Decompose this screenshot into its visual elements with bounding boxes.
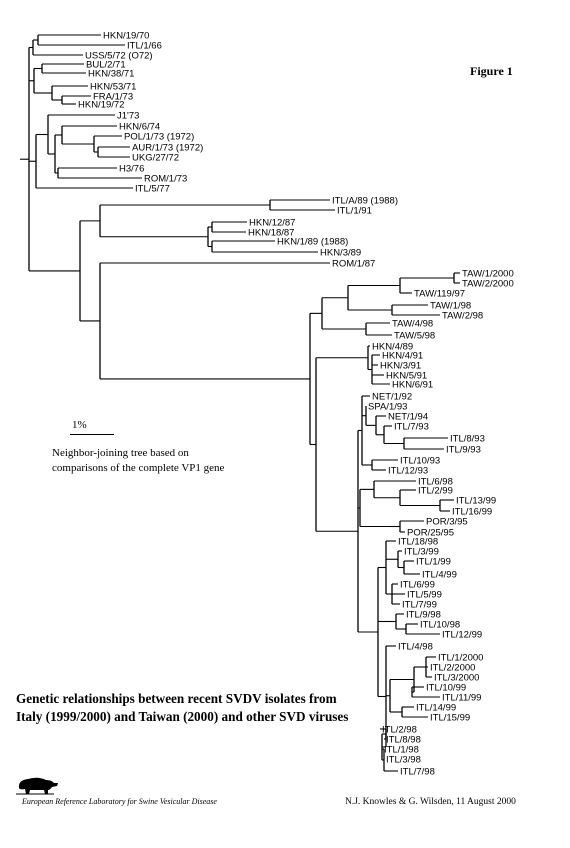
taxon-label: ITL/2/99: [418, 485, 453, 496]
taxon-label: ITL/4/99: [422, 569, 457, 580]
taxon-label: HKN/19/72: [78, 99, 124, 110]
taxon-label: HKN/4/89: [372, 341, 413, 352]
taxon-label: AUR/1/73 (1972): [132, 142, 203, 153]
taxon-label: POR/3/95: [426, 516, 468, 527]
taxon-label: ITL/11/99: [442, 692, 481, 703]
taxon-label: ITL/5/77: [135, 183, 170, 194]
taxon-label: ITL/14/99: [416, 702, 456, 713]
taxon-label: ITL/15/99: [430, 712, 470, 723]
taxon-label: ITL/9/93: [446, 444, 481, 455]
taxon-label: BUL/2/71: [86, 59, 126, 70]
taxon-label: ITL/8/98: [386, 734, 421, 745]
taxon-label: TAW/119/97: [414, 288, 465, 299]
pig-logo-icon: [16, 777, 58, 795]
taxon-label: ITL/2/2000: [430, 662, 475, 673]
taxon-label: ROM/1/87: [332, 258, 375, 269]
taxon-label: ITL/A/89 (1988): [332, 195, 398, 206]
taxon-label: ITL/6/98: [418, 476, 453, 487]
taxon-label: ITL/8/93: [450, 433, 485, 444]
taxon-label: ITL/10/98: [420, 619, 460, 630]
taxon-label: ITL/3/98: [386, 754, 421, 765]
taxon-label: HKN/4/91: [382, 350, 423, 361]
taxon-label: HKN/3/89: [320, 247, 361, 258]
taxon-label: ITL/13/99: [456, 495, 496, 506]
taxon-label: HKN/18/87: [248, 227, 294, 238]
taxon-label: HKN/19/70: [103, 30, 149, 41]
taxon-label: ITL/10/99: [426, 682, 466, 693]
taxon-label: HKN/5/91: [386, 370, 427, 381]
taxon-label: ITL/1/98: [384, 744, 419, 755]
taxon-label: TAW/2/2000: [462, 278, 514, 289]
taxon-label: J1'73: [117, 110, 139, 121]
figure-caption: Genetic relationships between recent SVD…: [16, 691, 349, 724]
taxon-label: ITL/9/98: [406, 609, 441, 620]
scale-label: 1%: [72, 419, 87, 431]
taxon-label: NET/1/92: [372, 391, 412, 402]
taxon-label: ITL/3/99: [404, 546, 439, 557]
taxon-label: TAW/4/98: [392, 318, 433, 329]
taxon-label: ITL/4/98: [398, 641, 433, 652]
taxon-label: TAW/1/98: [430, 300, 471, 311]
tree-description-line1: Neighbor-joining tree based on: [52, 447, 189, 459]
taxon-label: ITL/7/99: [402, 599, 437, 610]
taxon-label: POL/1/73 (1972): [124, 131, 194, 142]
taxon-label: ITL/7/98: [400, 766, 435, 777]
taxon-label: HKN/1/89 (1988): [277, 236, 348, 247]
taxon-label: ITL/12/99: [442, 629, 482, 640]
taxon-label: ITL/5/99: [407, 589, 442, 600]
taxon-label: HKN/3/91: [380, 360, 421, 371]
taxon-label: ITL/7/93: [394, 421, 429, 432]
taxon-label: H3/76: [119, 163, 144, 174]
taxon-label: ITL/18/98: [398, 536, 438, 547]
taxon-label: HKN/6/91: [392, 379, 433, 390]
taxon-label: ITL/10/93: [400, 455, 440, 466]
taxon-label: ITL/3/2000: [434, 672, 479, 683]
scale-bar: [70, 434, 114, 435]
taxon-label: SPA/1/93: [368, 401, 407, 412]
taxon-label: ITL/6/99: [400, 579, 435, 590]
author-credit: N.J. Knowles & G. Wilsden, 11 August 200…: [345, 797, 516, 807]
lab-name: European Reference Laboratory for Swine …: [22, 797, 217, 806]
taxon-label: TAW/2/98: [442, 310, 483, 321]
tree-description-line2: comparisons of the complete VP1 gene: [52, 462, 225, 474]
taxon-label: HKN/53/71: [90, 81, 136, 92]
figure-label: Figure 1: [470, 64, 513, 78]
taxon-label: ITL/1/66: [127, 40, 162, 51]
taxon-label: TAW/1/2000: [462, 268, 514, 279]
taxon-label: ITL/2/98: [382, 724, 417, 735]
taxon-label: NET/1/94: [388, 411, 428, 422]
taxon-label: TAW/5/98: [394, 330, 435, 341]
taxon-label: FRA/1/73: [93, 91, 133, 102]
taxon-label: HKN/38/71: [88, 68, 134, 79]
taxon-label: ITL/1/99: [416, 556, 451, 567]
taxon-label: HKN/12/87: [249, 217, 295, 228]
taxon-label: ITL/16/99: [452, 506, 492, 517]
taxon-label: USS/5/72 (O72): [85, 50, 153, 61]
taxon-label: ITL/1/91: [337, 205, 372, 216]
taxon-label: POR/25/95: [407, 527, 454, 538]
taxon-label: ITL/1/2000: [438, 652, 483, 663]
taxon-label: HKN/6/74: [119, 121, 160, 132]
taxon-label: ITL/12/93: [388, 465, 428, 476]
taxon-label: UKG/27/72: [132, 152, 179, 163]
taxon-label: ROM/1/73: [144, 173, 187, 184]
